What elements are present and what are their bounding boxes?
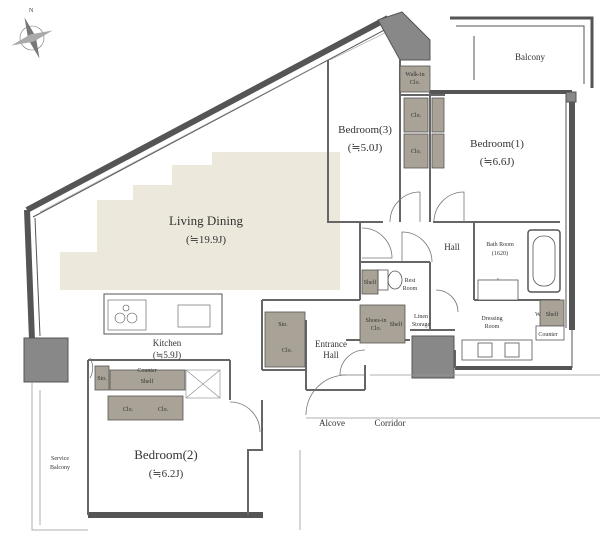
bedroom3-size: (≒5.0J)	[348, 142, 383, 154]
bedroom1-label: Bedroom(1)	[470, 138, 524, 150]
shelf-kitchen	[109, 369, 186, 391]
w-label: W	[535, 312, 541, 318]
compass-north-label: N	[29, 8, 34, 14]
shelf-dressing	[539, 299, 565, 327]
closet-b1-a	[403, 97, 429, 133]
pillar-ne	[377, 11, 431, 61]
dressing-fixtures	[461, 279, 565, 361]
pillar-w	[23, 337, 69, 383]
outer-walls	[24, 15, 594, 518]
sto-label-b2: Sto.	[97, 376, 107, 382]
entrance-hall-label-1: Entrance	[315, 339, 347, 349]
toilet	[377, 269, 403, 291]
balcony-label: Balcony	[515, 52, 545, 62]
dressing-room-label-2: Room	[485, 324, 500, 330]
storage-kitchen	[264, 311, 306, 368]
walk-in-clo-label-2: Clo.	[410, 80, 421, 86]
pillar-right	[565, 91, 577, 103]
bathtub	[527, 229, 561, 293]
bath-room-label: Bath Room	[486, 242, 514, 248]
fixture-labels: Walk-in Clo. Clo. Clo. Sto. Clo. Counter…	[97, 72, 558, 413]
clo-label-b1b: Clo.	[411, 149, 422, 155]
clo-label-b1a: Clo.	[411, 113, 422, 119]
dressing-room-label-1: Dressing	[481, 316, 502, 322]
shelf-label-rest: Shelf	[364, 279, 377, 286]
counter-label: Counter	[137, 368, 156, 374]
rest-room-label-2: Room	[403, 286, 418, 292]
kitchen-counter	[103, 293, 223, 335]
hall-label: Hall	[444, 242, 460, 252]
room-labels: Living Dining (≒19.9J) Kitchen (≒5.9J) B…	[50, 52, 545, 480]
walk-in-clo-label-1: Walk-in	[405, 72, 424, 78]
clo-label-b2a: Clo.	[123, 407, 134, 413]
fridge-space	[185, 369, 221, 399]
linen-storage-label-2: Storage	[412, 322, 431, 328]
pillar-se	[411, 335, 455, 379]
bedroom2-label: Bedroom(2)	[134, 447, 198, 462]
corridor-label: Corridor	[375, 418, 406, 428]
exterior-areas	[31, 374, 600, 531]
bedroom2-size: (≒6.2J)	[149, 468, 184, 480]
shoes-in-clo-label-2: Clo.	[371, 326, 382, 332]
linen-storage-label-1: Linen	[414, 314, 428, 320]
service-balcony-label-2: Balcony	[50, 465, 70, 471]
sto-b2	[94, 365, 110, 391]
counter-label-dressing: Counter	[538, 332, 557, 338]
living-dining-highlight	[60, 152, 340, 290]
entrance-hall-label-2: Hall	[323, 350, 339, 360]
storage-blocks	[94, 65, 565, 421]
shelf-label-kitchen: Shelf	[141, 378, 154, 385]
compass-rose: N	[11, 8, 53, 59]
bedroom1-size: (≒6.6J)	[480, 156, 515, 168]
kitchen-label: Kitchen	[153, 338, 182, 348]
clo-label-b2b: Clo.	[158, 407, 169, 413]
rest-room-label-1: Rest	[405, 278, 416, 284]
bedroom3-label: Bedroom(3)	[338, 124, 392, 136]
clo-label-kitchen: Clo.	[282, 348, 293, 354]
shelf-label-dressing: Shelf	[546, 311, 559, 318]
closet-b3-b	[431, 133, 445, 169]
closet-b3-a	[431, 97, 445, 133]
walk-in-closet	[399, 65, 431, 93]
shoes-in-clo-label-1: Shoes-in	[366, 318, 387, 324]
bath-room-size: (1620)	[492, 250, 508, 257]
shoes-closet	[359, 304, 406, 344]
living-dining-size: (≒19.9J)	[186, 234, 226, 246]
shelf-label-shoes: Shelf	[390, 321, 403, 328]
sto-label-kitchen: Sto.	[278, 322, 288, 328]
alcove-label: Alcove	[319, 418, 345, 428]
pillars	[23, 11, 577, 383]
living-dining-label: Living Dining	[169, 213, 244, 228]
kitchen-size: (≒5.9J)	[153, 350, 181, 360]
service-balcony-label-1: Service	[51, 456, 69, 462]
closet-b2	[107, 395, 184, 421]
closet-b1-b	[403, 133, 429, 169]
